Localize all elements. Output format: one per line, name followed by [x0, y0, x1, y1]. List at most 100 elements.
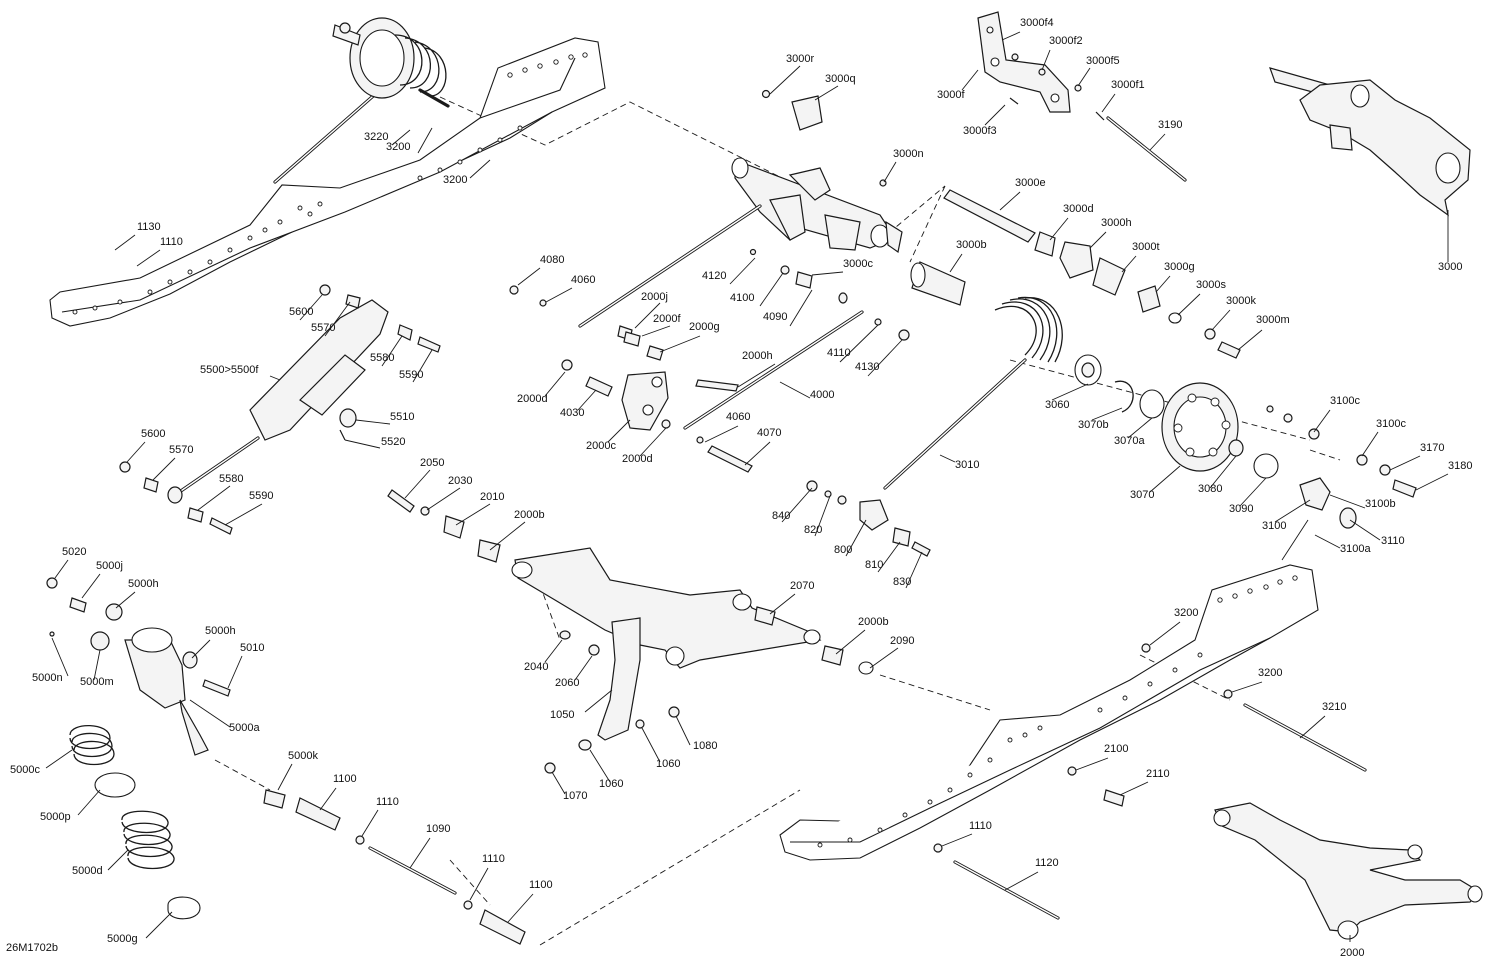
part-label-5580a: 5580 — [370, 352, 394, 364]
part-label-1060a: 1060 — [656, 758, 680, 770]
part-label-2100: 2100 — [1104, 743, 1128, 755]
part-label-5600b: 5600 — [141, 428, 165, 440]
part-label-1120: 1120 — [1035, 857, 1059, 869]
part-label-3000f1: 3000f1 — [1111, 79, 1145, 91]
part-label-3000f3: 3000f3 — [963, 125, 997, 137]
part-label-4110: 4110 — [827, 347, 851, 359]
suspension-spring-3010 — [883, 296, 1063, 490]
part-label-3000f4: 3000f4 — [1020, 17, 1054, 29]
part-label-2000f: 2000f — [653, 313, 681, 325]
part-label-2060: 2060 — [555, 677, 579, 689]
part-label-5000h_a: 5000h — [128, 578, 159, 590]
leader-lines — [45, 31, 1449, 942]
part-label-4080: 4080 — [540, 254, 564, 266]
part-label-5520: 5520 — [381, 436, 405, 448]
part-label-5510: 5510 — [390, 411, 414, 423]
part-label-3000f: 3000f — [937, 89, 965, 101]
part-label-1110a: 1110 — [160, 236, 183, 248]
part-label-2000b_a: 2000b — [514, 509, 545, 521]
part-label-3000m: 3000m — [1256, 314, 1290, 326]
part-label-2000c: 2000c — [586, 440, 616, 452]
part-label-3200c: 3200 — [1174, 607, 1198, 619]
part-label-3000h: 3000h — [1101, 217, 1132, 229]
part-label-5570b: 5570 — [169, 444, 193, 456]
part-label-840: 840 — [772, 510, 790, 522]
part-label-4060b: 4060 — [726, 411, 750, 423]
part-label-2070: 2070 — [790, 580, 814, 592]
part-label-3000r: 3000r — [786, 53, 814, 65]
rear-swing-arm — [387, 489, 874, 774]
part-label-5580b: 5580 — [219, 473, 243, 485]
part-label-3100a: 3100a — [1340, 543, 1371, 555]
part-label-3090: 3090 — [1229, 503, 1253, 515]
part-label-2000d_b: 2000d — [622, 453, 653, 465]
part-label-2000h: 2000h — [742, 350, 773, 362]
part-label-3000g: 3000g — [1164, 261, 1195, 273]
part-label-5590a: 5590 — [399, 369, 423, 381]
part-label-3220: 3220 — [364, 131, 388, 143]
pivot-shaft-group — [910, 189, 1241, 359]
part-label-800: 800 — [834, 544, 852, 556]
part-label-4100: 4100 — [730, 292, 754, 304]
part-label-5500: 5500>5500f — [200, 364, 259, 376]
part-label-3000b: 3000b — [956, 239, 987, 251]
part-label-1110b: 1110 — [376, 796, 399, 808]
part-label-3000t: 3000t — [1132, 241, 1160, 253]
part-label-4000: 4000 — [810, 389, 834, 401]
part-label-5000j: 5000j — [96, 560, 123, 572]
part-label-2000d_a: 2000d — [517, 393, 548, 405]
part-label-2110: 2110 — [1146, 768, 1170, 780]
part-label-3070: 3070 — [1130, 489, 1154, 501]
part-label-3100b: 3100b — [1365, 498, 1396, 510]
part-label-820: 820 — [804, 524, 822, 536]
part-label-2090: 2090 — [890, 635, 914, 647]
part-number-labels: 322032003200113011103000r3000q3000n3000f… — [10, 17, 1472, 959]
part-label-810: 810 — [865, 559, 883, 571]
front-arm-assembly — [731, 89, 903, 254]
adjuster-block-800 — [806, 480, 931, 557]
part-label-4090: 4090 — [763, 311, 787, 323]
part-label-4070: 4070 — [757, 427, 781, 439]
part-label-3100c_a: 3100c — [1330, 395, 1360, 407]
part-label-3190: 3190 — [1158, 119, 1182, 131]
swing-arm-2000-inset — [1213, 802, 1483, 940]
part-label-1100a: 1100 — [333, 773, 357, 785]
part-label-3010: 3010 — [955, 459, 979, 471]
part-label-1070: 1070 — [563, 790, 587, 802]
part-label-2040: 2040 — [524, 661, 548, 673]
rear-shock-5500 — [119, 284, 441, 535]
part-label-2000b_b: 2000b — [858, 616, 889, 628]
part-label-4120: 4120 — [702, 270, 726, 282]
left-slide-rail — [49, 37, 606, 327]
part-label-5000g: 5000g — [107, 933, 138, 945]
shaft-3190 — [1106, 116, 1187, 182]
part-label-3000f5: 3000f5 — [1086, 55, 1120, 67]
part-label-3200b: 3200 — [443, 174, 467, 186]
part-label-4060a: 4060 — [571, 274, 595, 286]
part-label-5600a: 5600 — [289, 306, 313, 318]
part-label-3000f2: 3000f2 — [1049, 35, 1083, 47]
idler-wheel-3070 — [1074, 354, 1417, 561]
part-label-2010: 2010 — [480, 491, 504, 503]
part-label-4030: 4030 — [560, 407, 584, 419]
part-label-5000k: 5000k — [288, 750, 318, 762]
part-label-3210: 3210 — [1322, 701, 1346, 713]
torsion-spring-assembly — [273, 17, 450, 184]
part-label-1090: 1090 — [426, 823, 450, 835]
part-label-1110c: 1110 — [482, 853, 505, 865]
link-rods — [509, 204, 910, 473]
part-label-5000m: 5000m — [80, 676, 114, 688]
part-label-830: 830 — [893, 576, 911, 588]
part-label-3170: 3170 — [1420, 442, 1444, 454]
part-label-5000p: 5000p — [40, 811, 71, 823]
part-label-3070b: 3070b — [1078, 419, 1109, 431]
part-label-3070a: 3070a — [1114, 435, 1145, 447]
part-label-3000d: 3000d — [1063, 203, 1094, 215]
part-label-5000d: 5000d — [72, 865, 103, 877]
part-label-4130: 4130 — [855, 361, 879, 373]
bracket-3000f — [977, 11, 1105, 121]
part-label-1050: 1050 — [550, 709, 574, 721]
part-label-5570a: 5570 — [311, 322, 335, 334]
part-label-5000h_b: 5000h — [205, 625, 236, 637]
